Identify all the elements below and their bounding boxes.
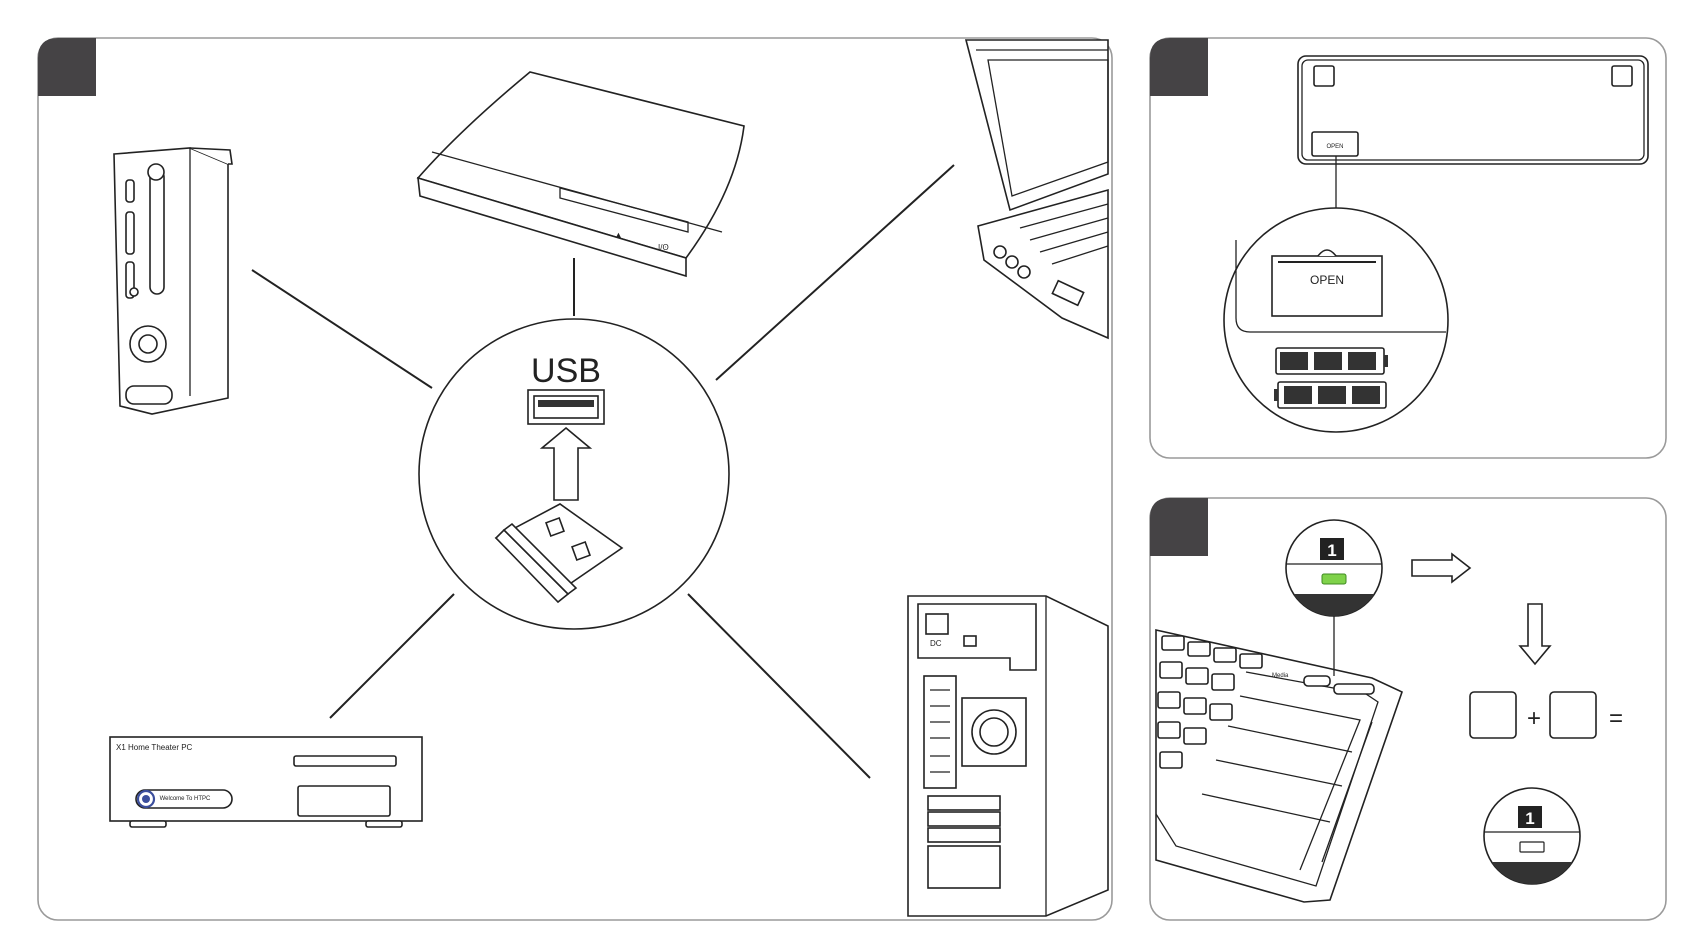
panel-pairing: Media 1 + = 1: [1150, 498, 1666, 920]
home-theater-pc-illustration: X1 Home Theater PC Welcome To HTPC: [110, 737, 422, 827]
step-tab-1: [38, 38, 96, 96]
battery-door-zoom-label: OPEN: [1310, 273, 1344, 287]
battery-icon: [1274, 382, 1386, 408]
step-tab-2: [1150, 38, 1208, 96]
htpc-brand-text: X1 Home Theater PC: [116, 743, 193, 752]
battery-door-small-label: OPEN: [1326, 144, 1343, 150]
equals-sign: =: [1609, 705, 1623, 732]
desktop-pc-tower-illustration: DC: [908, 596, 1108, 916]
led-on-icon: [1322, 574, 1346, 584]
htpc-screen-text: Welcome To HTPC: [160, 796, 211, 802]
indicator-top-digit: 1: [1327, 541, 1336, 560]
battery-icon: [1276, 348, 1388, 374]
svg-text:▲: ▲: [614, 230, 623, 240]
svg-text:I/ʘ: I/ʘ: [658, 243, 669, 252]
indicator-bottom-digit: 1: [1525, 809, 1534, 828]
keyboard-small-label: Media: [1272, 673, 1289, 679]
plus-sign: +: [1527, 705, 1541, 732]
game-console-tower-illustration: [114, 148, 232, 414]
usb-zoom-circle: USB: [419, 319, 729, 629]
usb-label: USB: [531, 352, 601, 390]
panel-batteries: OPEN OPEN: [1150, 38, 1666, 458]
led-off-icon: [1520, 842, 1544, 852]
panel-connect: USB: [38, 38, 1112, 920]
battery-zoom-circle: OPEN: [1224, 208, 1448, 432]
dc-label: DC: [930, 639, 942, 648]
step-tab-3: [1150, 498, 1208, 556]
key-placeholder-2: [1550, 692, 1596, 738]
key-placeholder-1: [1470, 692, 1516, 738]
